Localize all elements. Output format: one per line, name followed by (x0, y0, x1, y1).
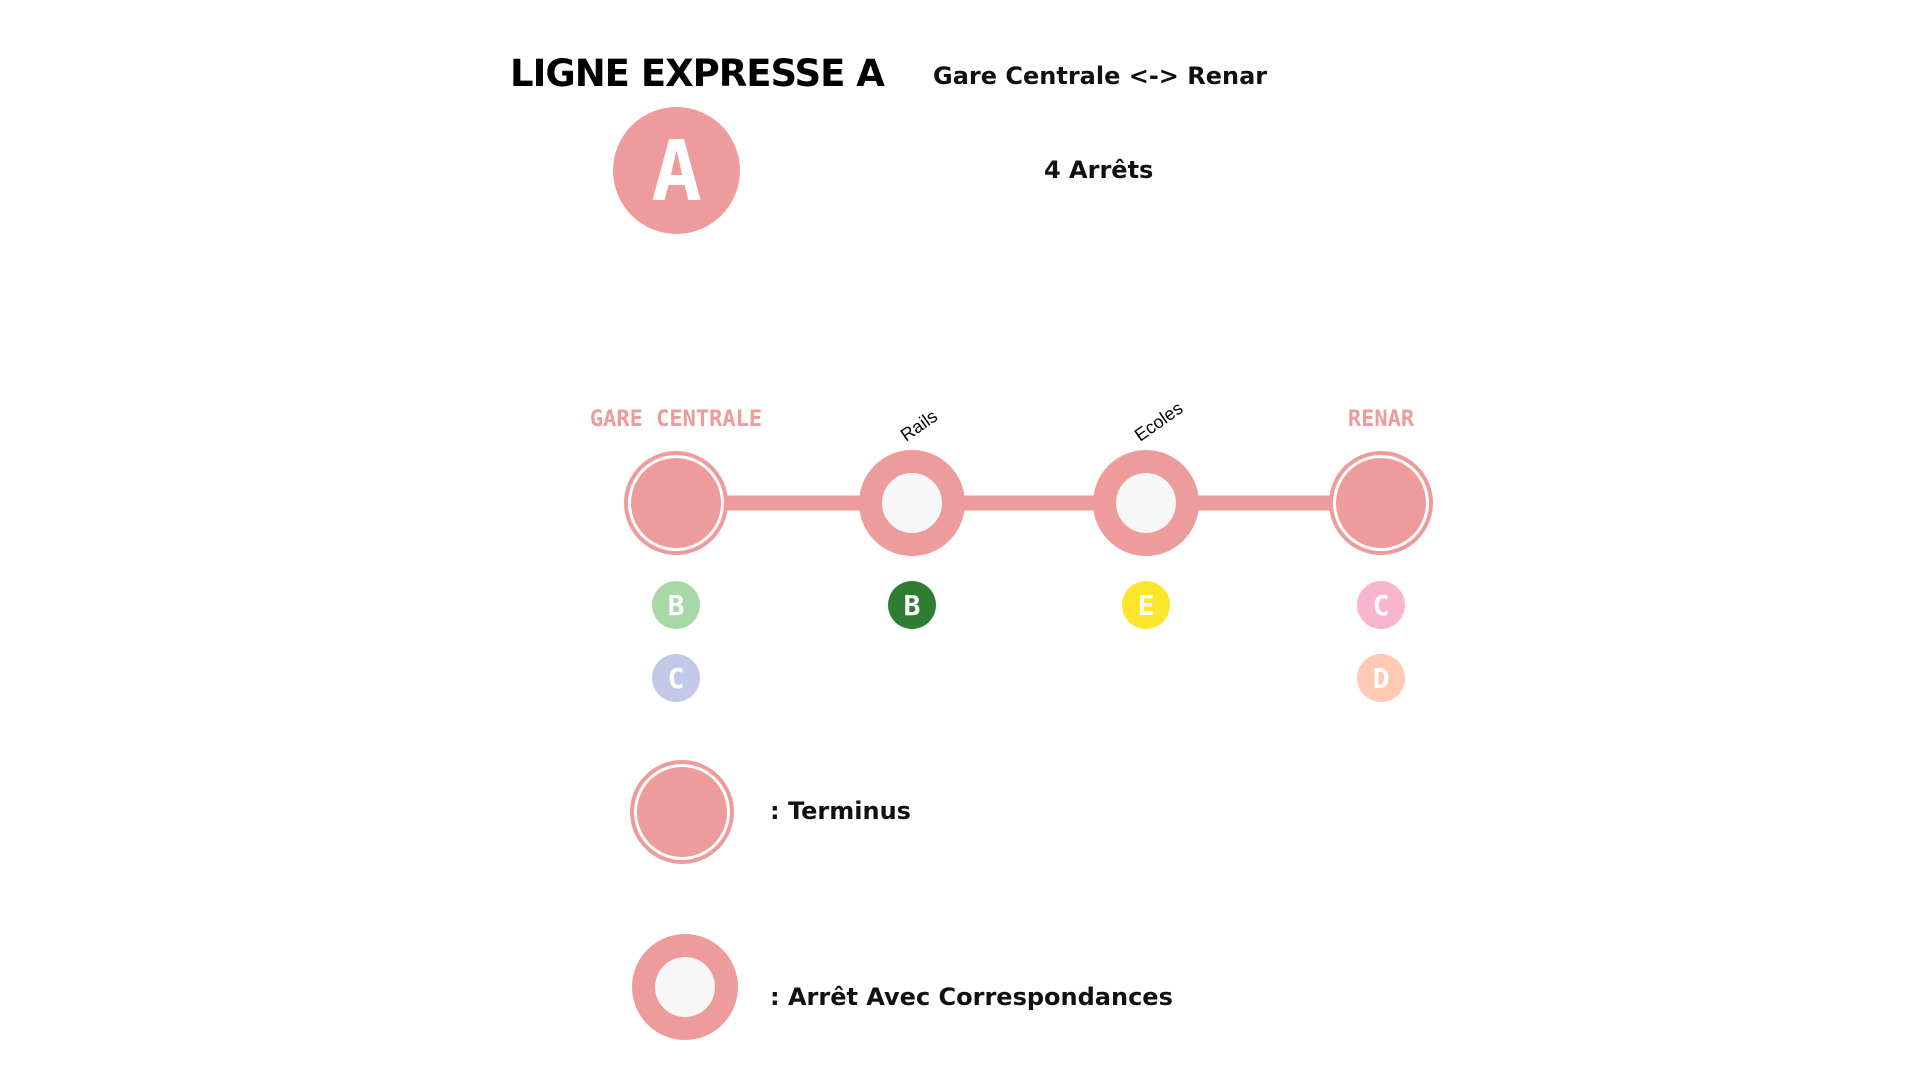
connection-line-letter: B (904, 589, 921, 622)
connection-line-badge-icon: C (652, 654, 700, 702)
station-name-label: GARE CENTRALE (590, 407, 762, 432)
connection-line-letter: E (1138, 589, 1155, 622)
line-title: LIGNE EXPRESSE A (510, 52, 885, 95)
terminus-station-marker (624, 451, 728, 555)
terminus-station-marker (1329, 451, 1433, 555)
connection-line-letter: C (668, 662, 685, 695)
correspondence-station-marker (1093, 450, 1199, 556)
connection-line-badge-icon: D (1357, 654, 1405, 702)
route-endpoints: Gare Centrale <-> Renar (933, 62, 1268, 90)
line-badge-icon: A (613, 107, 740, 234)
connection-line-badge-icon: B (652, 581, 700, 629)
correspondence-station-marker (859, 450, 965, 556)
connection-line-badge-icon: E (1122, 581, 1170, 629)
legend-terminus-label: : Terminus (770, 797, 911, 825)
connection-line-badge-icon: C (1357, 581, 1405, 629)
connection-line-letter: C (1373, 589, 1390, 622)
connection-line-letter: D (1373, 662, 1390, 695)
station-name-label: RENAR (1348, 407, 1415, 432)
stop-count: 4 Arrêts (1044, 156, 1154, 184)
line-badge-letter: A (651, 121, 702, 220)
connection-line-badge-icon: B (888, 581, 936, 629)
legend-terminus-icon (630, 760, 734, 864)
station-name-label: Ecoles (1131, 398, 1187, 445)
legend-correspondence-label: : Arrêt Avec Correspondances (770, 983, 1173, 1011)
station-name-label: Rails (897, 406, 941, 445)
connection-line-letter: B (668, 589, 685, 622)
legend-correspondence-icon (632, 934, 738, 1040)
